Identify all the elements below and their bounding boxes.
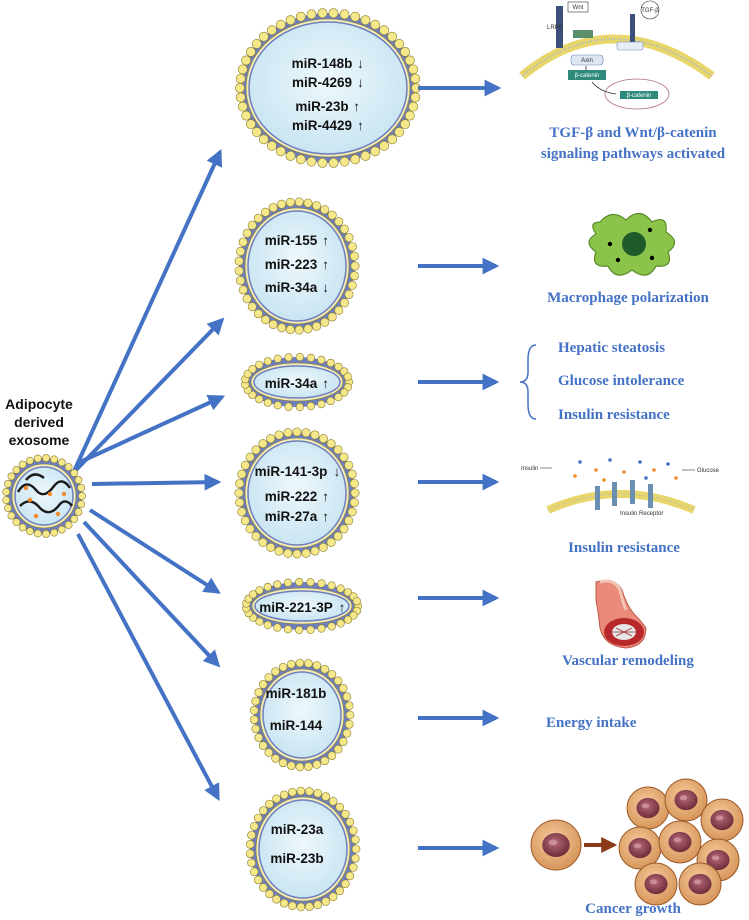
source-arrow-3 [79,394,226,464]
upregulated-arrow-icon: ↑ [322,489,329,504]
mirna-label: miR-34a [265,376,318,391]
source-label-line-2: derived [14,414,64,430]
cargo-dot [27,497,33,503]
tgfb-label: TGF-β [641,8,659,14]
downregulated-arrow-icon: ↓ [322,280,329,295]
single-cancer-cell [530,819,582,871]
source-arrow-6 [82,520,221,668]
mirna-label: miR-181b [266,686,327,701]
beta-catenin-label-1: β-catenin [575,73,600,79]
tumor-cell-7 [634,862,678,906]
insulin-receptor-label: Insulin Receptor [620,511,663,517]
adipocyte-exosome [2,454,86,538]
exosome-vesicle-2: miR-155 ↑ miR-223 ↑ miR-34a ↓ [234,197,360,335]
upregulated-arrow-icon: ↑ [339,600,346,615]
cargo-dot [55,511,61,517]
wnt-label: Wnt [573,5,584,11]
tgf-wnt-pathway-illustration: Wnt LRP6 TGF-β Axin β-catenin β-catenin [519,0,715,110]
receptor-membrane [546,490,696,514]
tgf-wnt-outcome-line-2: signaling pathways activated [541,146,726,162]
downregulated-arrow-icon: ↓ [334,464,341,479]
outcome-arrows [418,79,502,857]
beta-catenin-label-2: β-catenin [627,93,652,99]
wnt-receptor [556,6,563,48]
source-label-line-3: exosome [9,432,70,448]
glucose-label: Glucose [697,468,720,474]
metabolic-bracket [519,344,537,420]
mirna-label: miR-23a [271,822,324,837]
mirna-label: miR-4429 [292,118,352,133]
mirna-label: miR-4269 [292,75,352,90]
tumor-cell-8 [678,862,722,906]
source-arrows [68,148,226,801]
upregulated-arrow-icon: ↑ [357,118,364,133]
beta-catenin-box-2 [620,91,658,99]
insulin-receptor-illustration: Insulin Glucose Insulin Receptor [521,458,720,517]
upregulated-arrow-icon: ↑ [322,376,329,391]
exosome-vesicle-4: miR-141-3p ↓ miR-222 ↑ miR-27a ↑ [234,427,360,559]
exosome-vesicle-7: miR-23a miR-23b [245,786,361,912]
metabolic-insulin-resistance: Insulin resistance [558,407,670,423]
macrophage-nucleus [622,232,646,256]
mirna-label: miR-34a [265,280,318,295]
exosome-vesicle-5: miR-221-3P ↑ [242,577,363,635]
mirna-label: miR-222 [265,489,318,504]
tumor-cell-5 [658,820,702,864]
upregulated-arrow-icon: ↑ [353,99,360,114]
exosome-vesicle-3: miR-34a ↑ [241,352,354,412]
axin-box [570,54,604,66]
mirna-label: miR-23b [270,851,323,866]
downregulated-arrow-icon: ↓ [357,75,364,90]
macrophage-outcome: Macrophage polarization [547,290,709,306]
mirna-label: miR-141-3p [255,464,328,479]
hepatic-steatosis: Hepatic steatosis [558,340,665,356]
tumor-cell-2 [664,778,708,822]
cancer-outcome: Cancer growth [585,901,681,917]
insulin-label: Insulin [521,466,538,472]
energy-outcome: Energy intake [546,715,637,731]
source-arrow-2 [74,317,225,472]
rna-strand [25,473,45,481]
beta-catenin-box-1 [568,70,606,80]
source-vesicle [2,454,86,538]
tumor-cell-4 [618,826,662,870]
tumor-cell-3 [700,798,744,842]
source-label-line-1: Adipocyte [5,396,73,412]
tumor-cell-6 [696,838,740,882]
mirna-label: miR-155 [265,233,318,248]
vesicle-column: miR-148b↓miR-4269↓miR-23b↑miR-4429↑miR-1… [234,8,421,912]
downregulated-arrow-icon: ↓ [357,56,364,71]
cargo-dot [33,513,39,519]
insulin-resistance-outcome: Insulin resistance [568,540,680,556]
upregulated-arrow-icon: ↑ [322,509,329,524]
exosome-vesicle-6: miR-181b miR-144 [249,658,355,772]
vascular-outcome: Vascular remodeling [562,653,694,669]
tgfb-receptor [630,14,635,44]
mirna-label: miR-27a [265,509,318,524]
lrp6-label: LRP6 [547,25,563,31]
upregulated-arrow-icon: ↑ [322,233,329,248]
cancer-cells-illustration [530,778,744,906]
macrophage-illustration [588,212,676,276]
tumor-cell-1 [626,786,670,830]
mirna-label: miR-223 [265,257,318,272]
cargo-dot [61,491,67,497]
mirna-label: miR-144 [270,718,323,733]
mirna-label: miR-23b [295,99,348,114]
source-arrow-4 [91,473,222,491]
source-arrow-1 [68,148,223,481]
tgf-wnt-outcome-line-1: TGF-β and Wnt/β-catenin [549,125,717,141]
mirna-label: miR-221-3P [259,600,333,615]
cargo-dot [23,485,29,491]
rna-strand [16,480,71,496]
exosome-vesicle-1: miR-148b↓miR-4269↓miR-23b↑miR-4429↑ [235,8,421,168]
glucose-intolerance: Glucose intolerance [558,373,685,389]
mirna-label: miR-148b [292,56,353,71]
source-arrow-7 [76,533,220,801]
vessel-illustration [595,579,647,649]
axin-label: Axin [581,58,593,64]
upregulated-arrow-icon: ↑ [322,257,329,272]
cargo-dot [47,491,53,497]
source-arrow-5 [88,508,221,594]
